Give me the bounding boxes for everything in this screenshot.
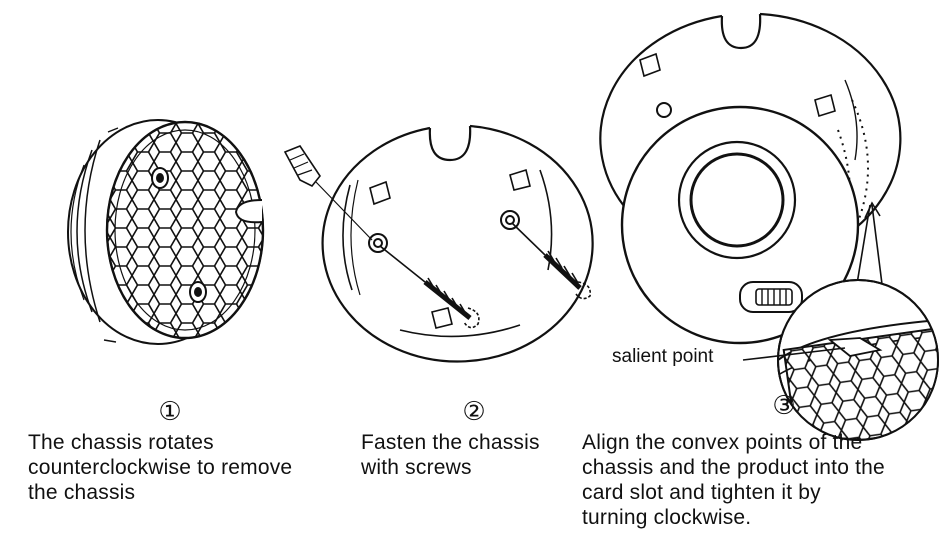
step-2-caption: Fasten the chassis with screws <box>361 431 540 479</box>
screw-icon <box>379 245 480 329</box>
screw-mount-illustration <box>283 124 594 363</box>
step-number-2: ② <box>462 397 485 427</box>
step-number-1: ① <box>158 397 181 427</box>
step-3-caption: Align the convex points of the chassis a… <box>582 431 885 529</box>
salient-point-label: salient point <box>612 346 714 367</box>
rotating-chassis-illustration <box>67 119 265 345</box>
alignment-illustration <box>599 12 939 441</box>
wall-anchor-icon <box>283 145 373 241</box>
step-number-3: ③ <box>772 391 795 421</box>
step-1-caption: The chassis rotates counterclockwise to … <box>28 431 293 504</box>
screw-icon <box>511 222 592 300</box>
